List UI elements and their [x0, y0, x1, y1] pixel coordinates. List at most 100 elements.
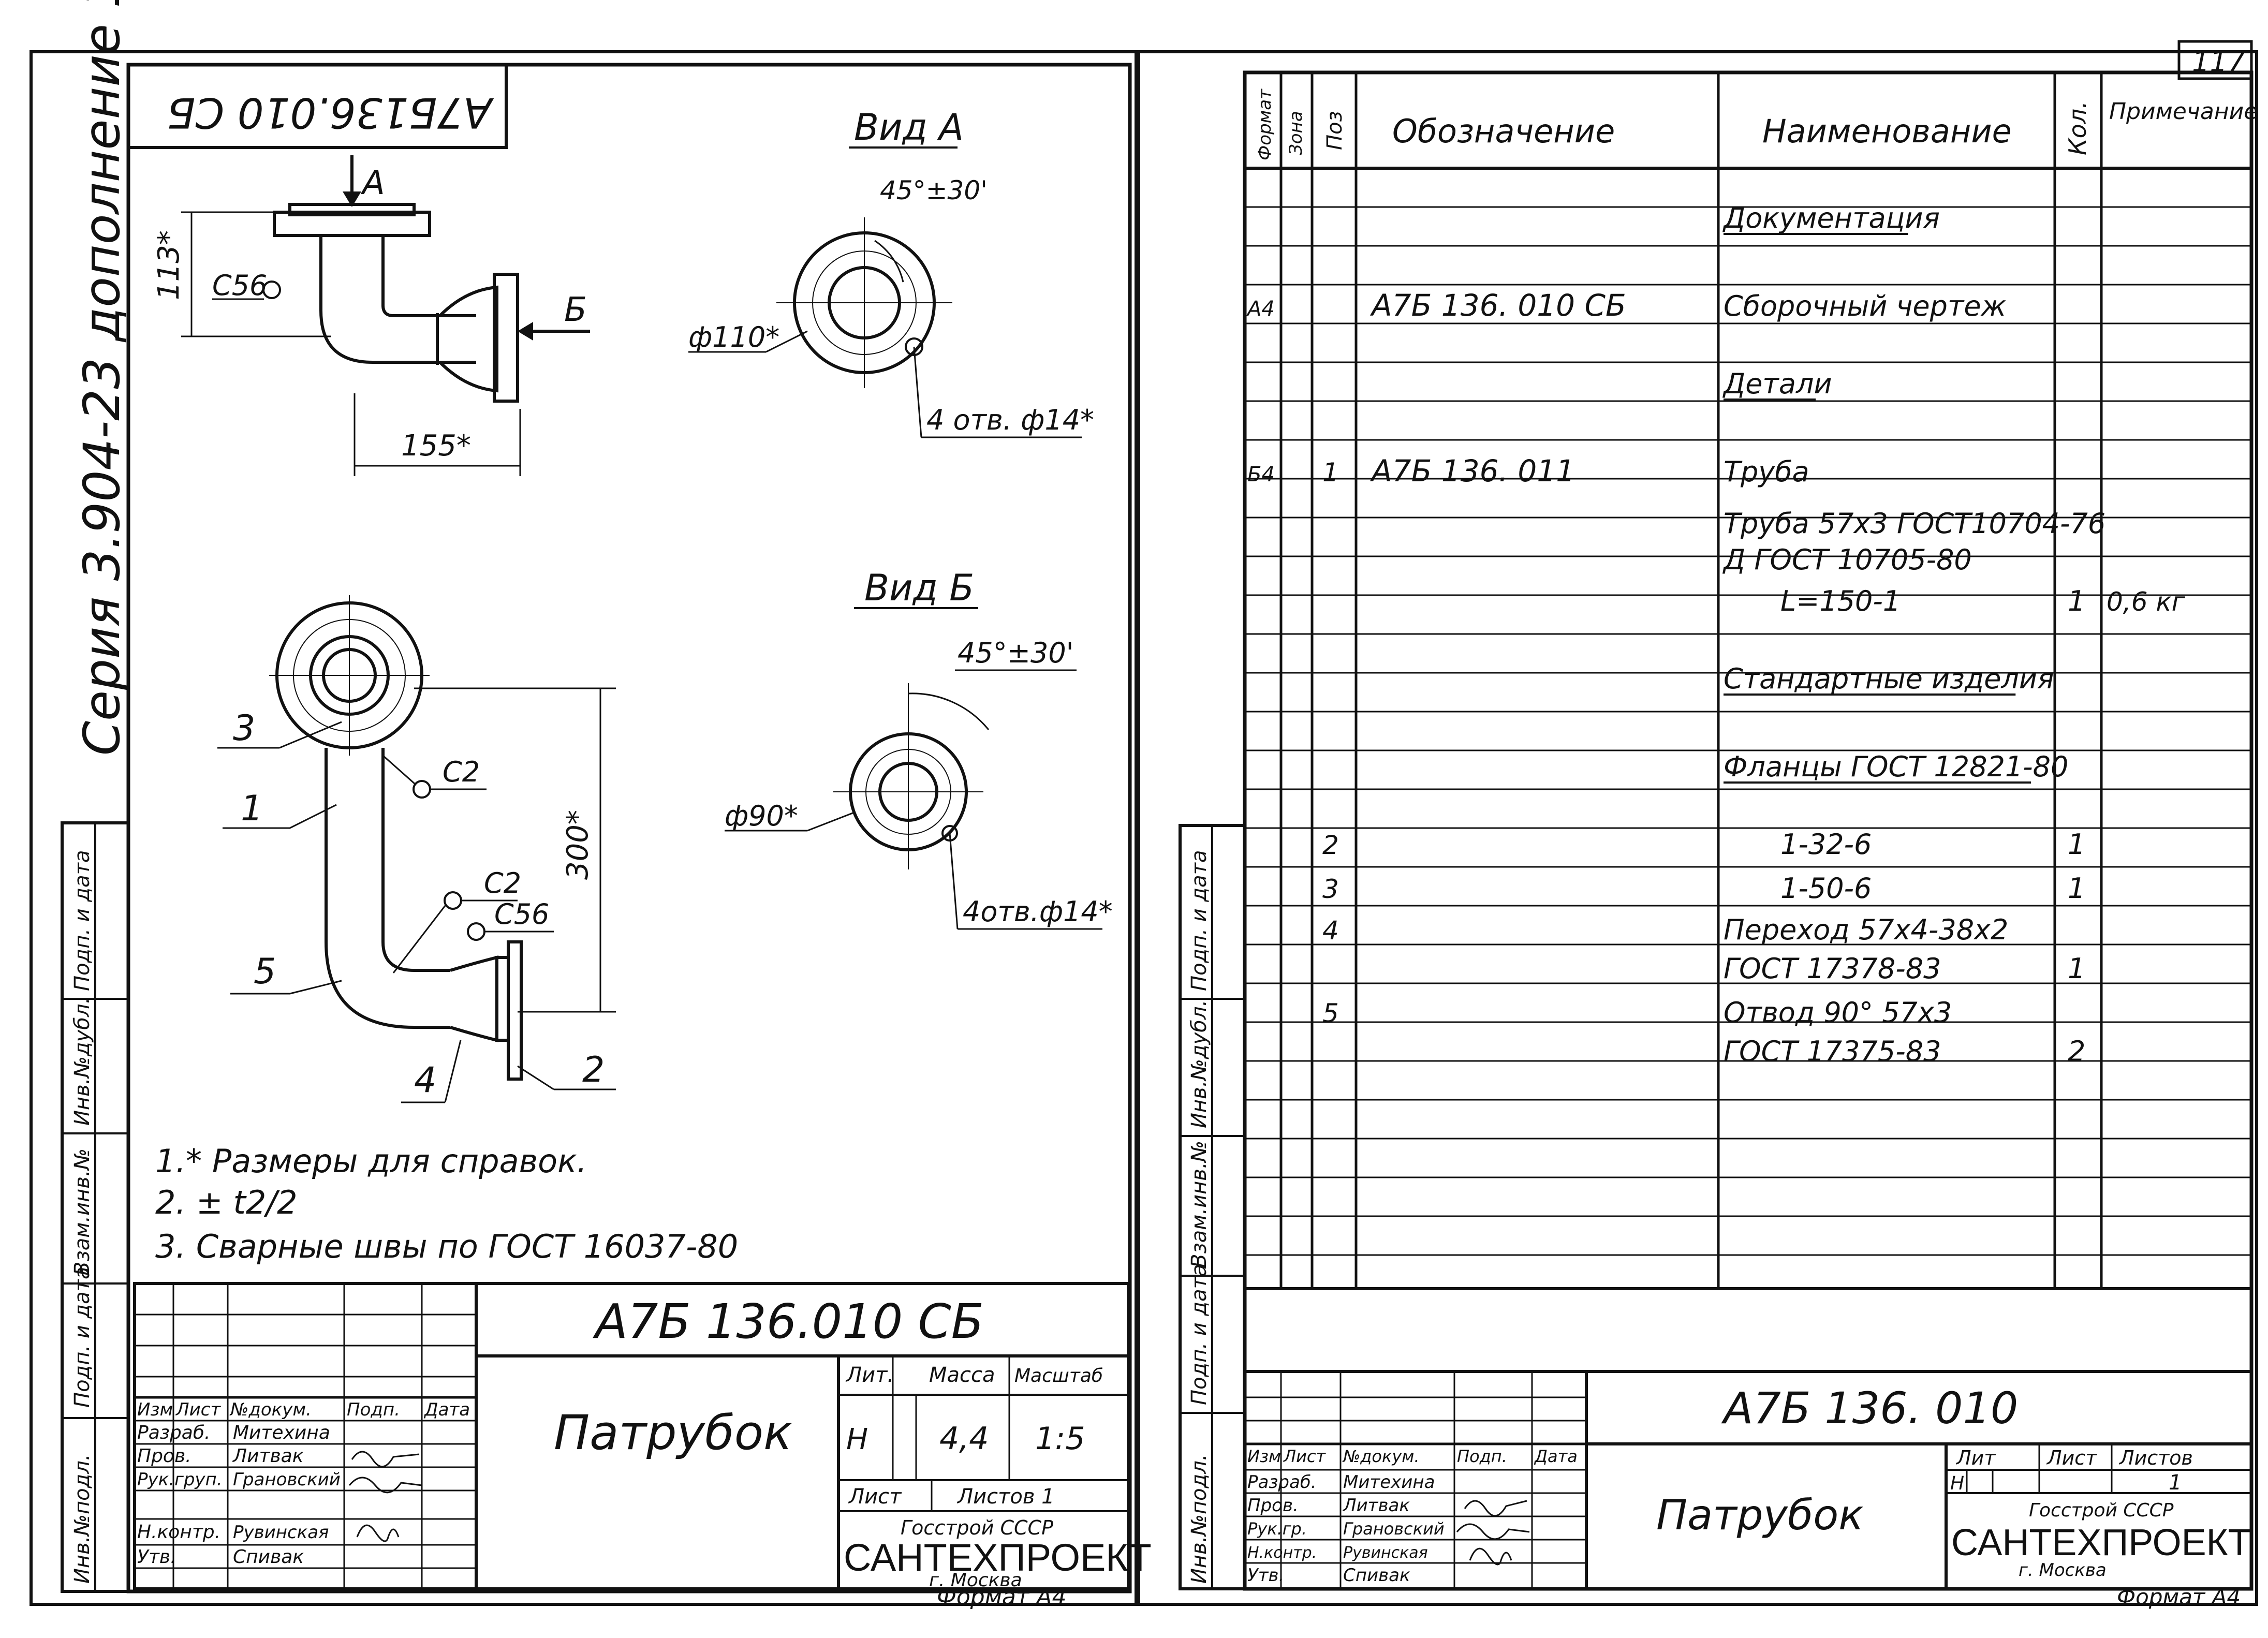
tb-r-h-podp: Подп. — [1457, 1447, 1507, 1466]
tb-l-h-list: Лист — [175, 1399, 221, 1420]
arrow-a-label: А — [360, 164, 385, 202]
right-side-stamps: Инв.№подл. Подп. и дата Взам.инв.№ Инв.№… — [1179, 824, 1246, 1590]
tb-l-org2: САНТЕХПРОЕКТ — [844, 1536, 1152, 1579]
tb-r-person-1: Литвак — [1342, 1495, 1410, 1516]
holes-b: 4отв.ф14* — [949, 833, 1113, 930]
cell-pos: 5 — [1322, 998, 1339, 1028]
r-stamp-inv-podl: Инв.№подл. — [1187, 1454, 1211, 1584]
dim-d110-label: ф110* — [688, 321, 779, 353]
tb-l-lit: Н — [846, 1423, 868, 1456]
tb-r-doc-code: А7Б 136. 010 — [1721, 1383, 2018, 1434]
r-signature-3 — [1469, 1547, 1512, 1566]
r-stamp-podp-2: Подп. и дата — [1187, 850, 1211, 991]
cell-qty: 1 — [2068, 828, 2085, 861]
view-b-flange — [833, 683, 990, 869]
tb-r-h-izm: Изм — [1247, 1447, 1281, 1466]
note-2: 2. ± t2/2 — [155, 1184, 298, 1221]
view-a-angle: 45°±30' — [880, 175, 988, 205]
table-row: Документация — [1722, 202, 1940, 235]
tb-l-mass: 4,4 — [939, 1421, 989, 1457]
left-side-stamps: Инв.№подл. Подп. и дата Взам.инв.№ Инв.№… — [61, 821, 130, 1593]
weld-c56-top-label: С56 — [212, 269, 267, 302]
cell-name: Фланцы ГОСТ 12821-80 — [1724, 750, 2068, 783]
table-row: 4 Переход 57x4-38x2 — [1322, 913, 2008, 946]
tb-r-role-4: Утв. — [1247, 1565, 1284, 1586]
holes-a: 4 отв. ф14* — [913, 346, 1094, 438]
cell-name: Переход 57x4-38x2 — [1724, 913, 2008, 946]
weld-c56-b-label: С56 — [494, 898, 549, 931]
tb-r-person-0: Митехина — [1343, 1472, 1435, 1493]
callout-4-label: 4 — [414, 1060, 436, 1101]
tb-r-role-3: Н.контр. — [1247, 1544, 1317, 1562]
tb-l-role-0: Разраб. — [137, 1422, 210, 1443]
cell-name: Д ГОСТ 10705-80 — [1722, 543, 1972, 576]
weld-c2-a-label: С2 — [443, 756, 480, 788]
right-format: Формат А4 — [2117, 1584, 2241, 1610]
tb-r-org3: г. Москва — [2019, 1560, 2107, 1581]
assembly-main-view — [269, 595, 523, 1081]
cell-pos: 4 — [1322, 916, 1339, 946]
view-b-title: Вид Б — [864, 567, 974, 609]
note-1: 1.* Размеры для справок. — [155, 1142, 587, 1180]
weld-c2-a: С2 — [382, 755, 487, 799]
cell-qty: 1 — [2068, 952, 2085, 985]
table-row: Труба 57x3 ГОСТ10704-76 — [1724, 507, 2105, 540]
weld-c2-b-label: С2 — [484, 867, 521, 899]
dim-155: 155* — [354, 393, 521, 476]
tb-l-person-5: Спивак — [233, 1546, 304, 1568]
tb-l-scale: 1:5 — [1035, 1421, 1085, 1457]
holes-b-label: 4отв.ф14* — [963, 895, 1113, 928]
cell-pos: 3 — [1322, 874, 1339, 904]
weld-c2-b: С2 — [392, 867, 521, 973]
tb-r-lit: Н — [1950, 1473, 1964, 1494]
tb-r-h-data: Дата — [1534, 1447, 1578, 1466]
tb-l-col-lit: Лит. — [845, 1363, 894, 1387]
view-a-flange — [776, 217, 952, 388]
table-row: Фланцы ГОСТ 12821-80 — [1724, 750, 2068, 784]
cell-name: Стандартные изделия — [1724, 662, 2054, 695]
col-qty: Кол. — [2064, 101, 2092, 155]
tb-r-role-1: Пров. — [1247, 1495, 1299, 1516]
tb-l-name: Патрубок — [554, 1405, 792, 1460]
dim-d90-label: ф90* — [725, 800, 798, 832]
cell-qty: 1 — [2068, 872, 2085, 905]
tb-r-sheets: 1 — [2169, 1471, 2182, 1495]
tb-l-role-5: Утв. — [137, 1546, 176, 1568]
tb-r-name: Патрубок — [1656, 1491, 1864, 1539]
stamp-vzam-inv: Взам.инв.№ — [70, 1148, 94, 1276]
arrow-b-label: Б — [564, 291, 587, 329]
series-note: Серия 3.904-23 дополнение 1 — [73, 0, 131, 756]
callout-4: 4 — [401, 1040, 462, 1103]
tb-r-person-3: Рувинская — [1343, 1544, 1428, 1562]
r-signature-1 — [1464, 1500, 1527, 1517]
arrow-a: А — [343, 155, 385, 207]
cell-name: Документация — [1722, 202, 1940, 234]
r-stamp-podp-1: Подп. и дата — [1187, 1264, 1211, 1405]
cell-name: Детали — [1722, 367, 1832, 400]
tb-l-person-2: Грановский — [233, 1469, 341, 1490]
col-note: Примечание — [2109, 98, 2258, 125]
dim-113-label: 113* — [152, 230, 186, 300]
tb-l-org1: Госстрой СССР — [901, 1516, 1053, 1539]
cell-fmt: Б4 — [1247, 463, 1275, 486]
table-row: Д ГОСТ 10705-80 — [1722, 543, 1972, 576]
arrow-b: Б — [518, 291, 590, 341]
tb-l-org3: г. Москва — [929, 1570, 1022, 1591]
callout-5-label: 5 — [254, 951, 276, 992]
tb-r-role-0: Разраб. — [1247, 1472, 1317, 1493]
cell-name: Труба — [1724, 455, 1809, 488]
left-title-block: Изм Лист №докум. Подп. Дата Разраб. Пров… — [133, 1282, 1152, 1591]
tb-r-person-2: Грановский — [1343, 1519, 1445, 1539]
tb-l-person-1: Литвак — [232, 1445, 304, 1467]
assembly-top-view — [273, 203, 519, 403]
r-stamp-vzam: Взам.инв.№ — [1187, 1141, 1211, 1268]
tb-l-person-0: Митехина — [233, 1422, 330, 1443]
cell-name: L=150-1 — [1780, 585, 1901, 617]
tb-l-h-data: Дата — [423, 1399, 470, 1420]
cell-pos: 1 — [1322, 458, 1339, 488]
